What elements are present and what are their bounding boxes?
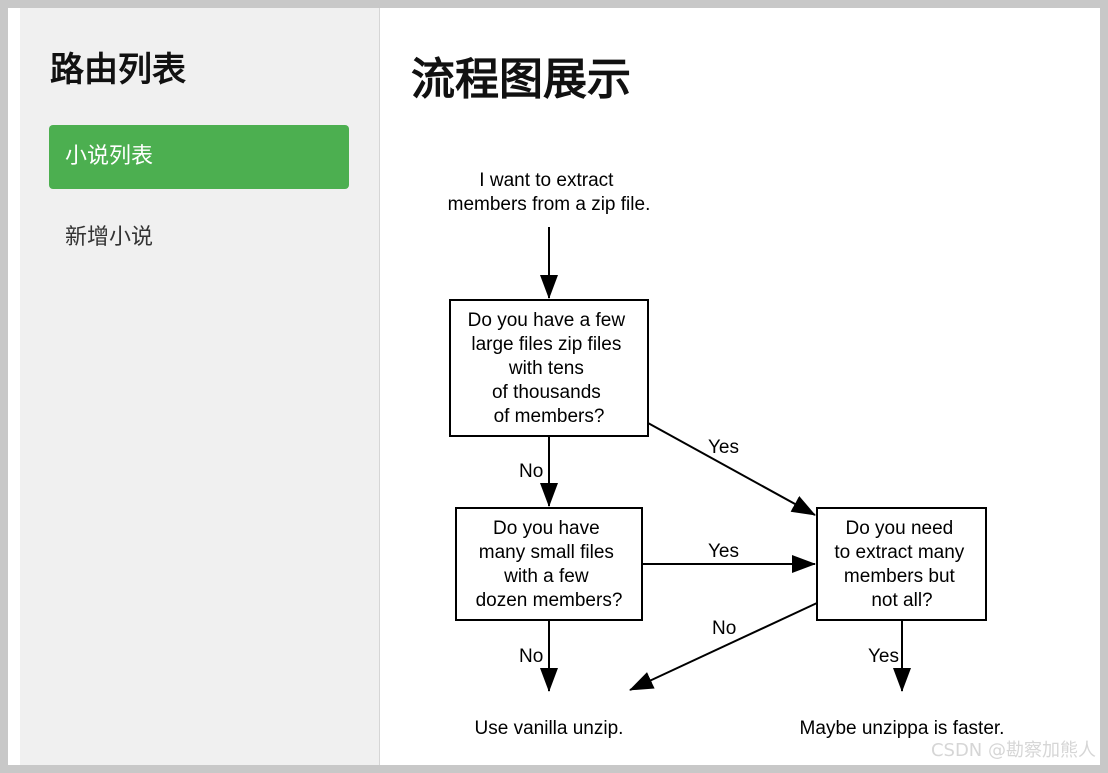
- end-node-unzippa: Maybe unzippa is faster.: [800, 718, 1005, 739]
- main-content: 流程图展示 I want to extract members from a z…: [381, 8, 1100, 765]
- nav-item-label: 新增小说: [65, 225, 154, 250]
- edge-label-q1-no: No: [519, 461, 543, 482]
- watermark: CSDN @勘察加熊人: [930, 740, 1096, 761]
- left-gutter: [8, 8, 20, 765]
- sidebar-title: 路由列表: [50, 50, 186, 90]
- page-title: 流程图展示: [411, 54, 631, 105]
- app-frame: 路由列表 小说列表 新增小说 流程图展示 I want to extract m…: [8, 8, 1100, 765]
- nav-item-label: 小说列表: [65, 144, 154, 169]
- decision-q3-text: Do you need to extract many members but …: [834, 518, 969, 611]
- decision-box-q3: [816, 507, 987, 621]
- edge-label-q3-yes: Yes: [868, 646, 899, 667]
- decision-box-q1: [449, 299, 649, 437]
- edge-label-q1-yes: Yes: [708, 437, 739, 458]
- nav-item-novel-list[interactable]: 小说列表: [49, 125, 349, 189]
- edge-label-q3-no: No: [712, 618, 736, 639]
- edge-label-q2-no: No: [519, 646, 543, 667]
- edge-q3-unzip: [629, 602, 818, 691]
- nav-item-add-novel[interactable]: 新增小说: [49, 206, 349, 270]
- edge-label-q2-yes: Yes: [708, 541, 739, 562]
- end-node-unzip: Use vanilla unzip.: [475, 718, 624, 739]
- edge-q1-q3: [647, 422, 816, 516]
- flowchart: I want to extract members from a zip fil…: [448, 170, 1005, 739]
- decision-q1-text: Do you have a few large files zip files …: [468, 310, 631, 427]
- start-node-text: I want to extract members from a zip fil…: [448, 170, 651, 215]
- decision-q2-text: Do you have many small files with a few …: [476, 518, 623, 611]
- sidebar: 路由列表 小说列表 新增小说: [20, 8, 380, 765]
